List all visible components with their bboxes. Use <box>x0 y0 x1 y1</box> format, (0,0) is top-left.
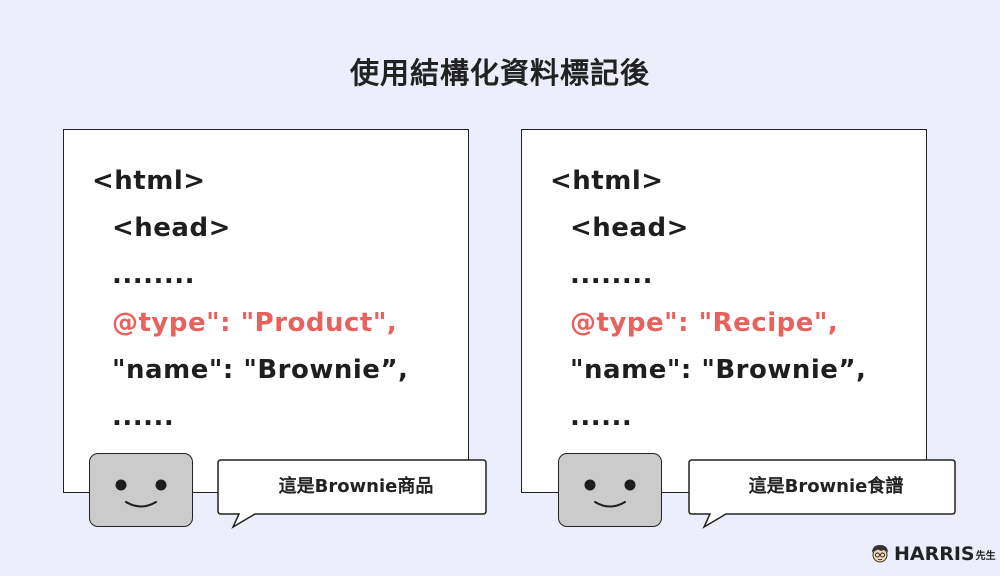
code-line: <head> <box>570 213 689 243</box>
speech-bubble-left: 這是Brownie商品 <box>217 459 487 529</box>
code-line: ...... <box>570 402 633 432</box>
code-line: <head> <box>112 213 231 243</box>
bubble-text: 這是Brownie商品 <box>278 476 434 497</box>
robot-face-icon <box>89 453 193 527</box>
code-line-type: @type": "Recipe", <box>570 308 839 338</box>
code-line-type: @type": "Product", <box>112 308 398 338</box>
code-line: "name": "Brownie”, <box>570 355 867 385</box>
page-title: 使用結構化資料標記後 <box>349 56 650 90</box>
code-line: ........ <box>112 260 196 290</box>
brand-logo: HARRIS 先生 <box>869 542 996 566</box>
brand-suffix: 先生 <box>975 550 996 562</box>
speech-bubble-icon <box>688 459 956 529</box>
code-line: <html> <box>92 166 206 196</box>
bubble-text: 這是Brownie食譜 <box>748 476 904 497</box>
code-panel-left: <html> <head> ........ @type": "Product"… <box>63 129 469 493</box>
speech-bubble-icon <box>217 459 487 529</box>
code-panel-right: <html> <head> ........ @type": "Recipe",… <box>521 129 927 493</box>
brand-name: HARRIS <box>894 543 975 565</box>
code-line: <html> <box>550 166 664 196</box>
robot-face-icon <box>558 453 662 527</box>
code-line: "name": "Brownie”, <box>112 355 409 385</box>
avatar-icon <box>872 545 888 563</box>
speech-bubble-right: 這是Brownie食譜 <box>688 459 956 529</box>
code-line: ...... <box>112 402 175 432</box>
code-line: ........ <box>570 260 654 290</box>
